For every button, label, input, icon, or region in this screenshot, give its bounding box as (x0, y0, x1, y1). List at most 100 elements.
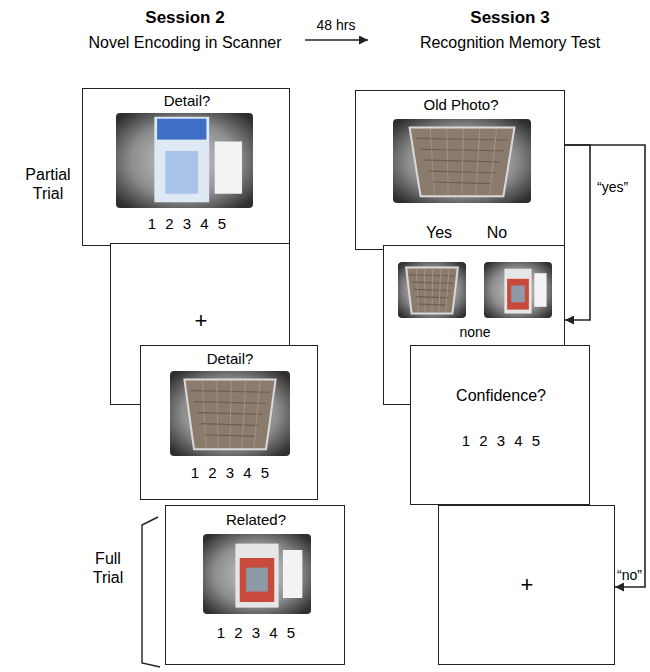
session-subheading: Recognition Memory Test (420, 33, 600, 52)
map-texture (421, 149, 504, 151)
map-texture (429, 171, 495, 173)
label-slot: Recognition Memory Test (420, 33, 600, 52)
map-texture (205, 435, 255, 437)
photo (484, 262, 552, 318)
photo-ground (170, 371, 290, 456)
lit-wall (154, 117, 209, 203)
map-texture (433, 182, 491, 184)
screen-frame: Confidence? 1 2 3 4 5 (410, 345, 590, 505)
map-texture (416, 269, 418, 313)
session-heading: Session 3 (470, 8, 549, 28)
screen-text: 1 2 3 4 5 (148, 215, 226, 233)
screen-frame: Detail? 1 2 3 4 5 (82, 88, 290, 246)
text-slot: Yes (426, 223, 452, 242)
screen-text: No (487, 223, 507, 242)
map-image (184, 380, 275, 450)
text-slot: Confidence? (456, 386, 546, 405)
poster (235, 544, 278, 608)
photo (170, 371, 290, 456)
map-texture (424, 269, 426, 313)
map-texture (217, 381, 218, 447)
map-texture (254, 381, 260, 447)
screen-frame: Old Photo? Yes No (355, 90, 565, 250)
trial-bracket (142, 517, 160, 667)
photo-layer (356, 91, 566, 251)
map-texture (447, 129, 448, 195)
text-slot: none (459, 323, 490, 341)
response-arrow (565, 145, 590, 320)
label-slot: Full Trial (93, 549, 124, 587)
map-image (410, 127, 515, 196)
map-texture (430, 129, 434, 195)
photo-ground (116, 113, 253, 208)
map-texture (416, 138, 507, 140)
side-wall (215, 142, 242, 194)
map-texture (242, 381, 246, 447)
side-wall (534, 273, 546, 307)
screen-text: Detail? (207, 350, 254, 368)
poster (504, 269, 531, 314)
map-texture (432, 269, 434, 313)
map-texture (439, 269, 441, 313)
blue-panel (165, 151, 198, 194)
delay-label: 48 hrs (317, 17, 356, 34)
map-texture (194, 402, 266, 404)
label-slot: Novel Encoding in Scanner (88, 33, 281, 52)
delay-arrow (305, 39, 368, 41)
photo-ground (203, 534, 311, 614)
photo-ground (484, 262, 552, 318)
screen-text: Confidence? (456, 386, 546, 405)
screen-text: 1 2 3 4 5 (191, 464, 269, 482)
map-texture (198, 413, 263, 415)
map-texture (202, 381, 206, 447)
screen-frame: Detail? 1 2 3 4 5 (140, 345, 318, 500)
map-image (406, 268, 458, 314)
session-heading: Session 2 (145, 8, 224, 28)
map-texture (230, 381, 231, 447)
text-slot: Related? (226, 511, 286, 529)
label-slot: “yes” (597, 178, 628, 196)
map-texture (425, 160, 500, 162)
map-texture (201, 424, 259, 426)
side-wall (283, 550, 302, 598)
photo-ground (398, 262, 466, 318)
blue-panel (157, 119, 206, 140)
label-slot: Session 3 (470, 8, 549, 28)
screen-frame: Related? 1 2 3 4 5 (165, 505, 345, 665)
map-texture (446, 269, 449, 313)
map-texture (418, 304, 447, 305)
label-slot: 48 hrs (317, 16, 356, 34)
screen-text: 1 2 3 4 5 (217, 624, 295, 642)
trial-label: Partial Trial (25, 165, 70, 203)
text-slot: 1 2 3 4 5 (462, 432, 540, 450)
poster-art (507, 279, 529, 310)
text-slot: + (195, 308, 208, 334)
text-slot: 1 2 3 4 5 (217, 624, 295, 642)
screen-text: Related? (226, 511, 286, 529)
text-slot: 1 2 3 4 5 (148, 215, 226, 233)
text-slot: + (521, 572, 534, 598)
map-texture (190, 391, 269, 393)
poster-art (246, 568, 268, 592)
screen-text: + (195, 308, 208, 334)
map-texture (476, 129, 480, 195)
poster-art (511, 286, 525, 303)
map-texture (462, 129, 463, 195)
label-slot: Partial Trial (25, 165, 70, 203)
trial-label: Full Trial (93, 549, 124, 587)
screen-frame: + (438, 505, 615, 665)
photo (116, 113, 253, 208)
label-slot: “no” (617, 566, 642, 584)
screen-text: Yes (426, 223, 452, 242)
photo (203, 534, 311, 614)
photo-layer (166, 506, 346, 666)
map-texture (490, 129, 497, 195)
screen-text: Detail? (164, 92, 211, 110)
text-slot: Detail? (164, 92, 211, 110)
text-slot: Old Photo? (423, 96, 498, 114)
poster-art (240, 558, 275, 602)
screen-text: Old Photo? (423, 96, 498, 114)
photo-ground (393, 119, 531, 203)
